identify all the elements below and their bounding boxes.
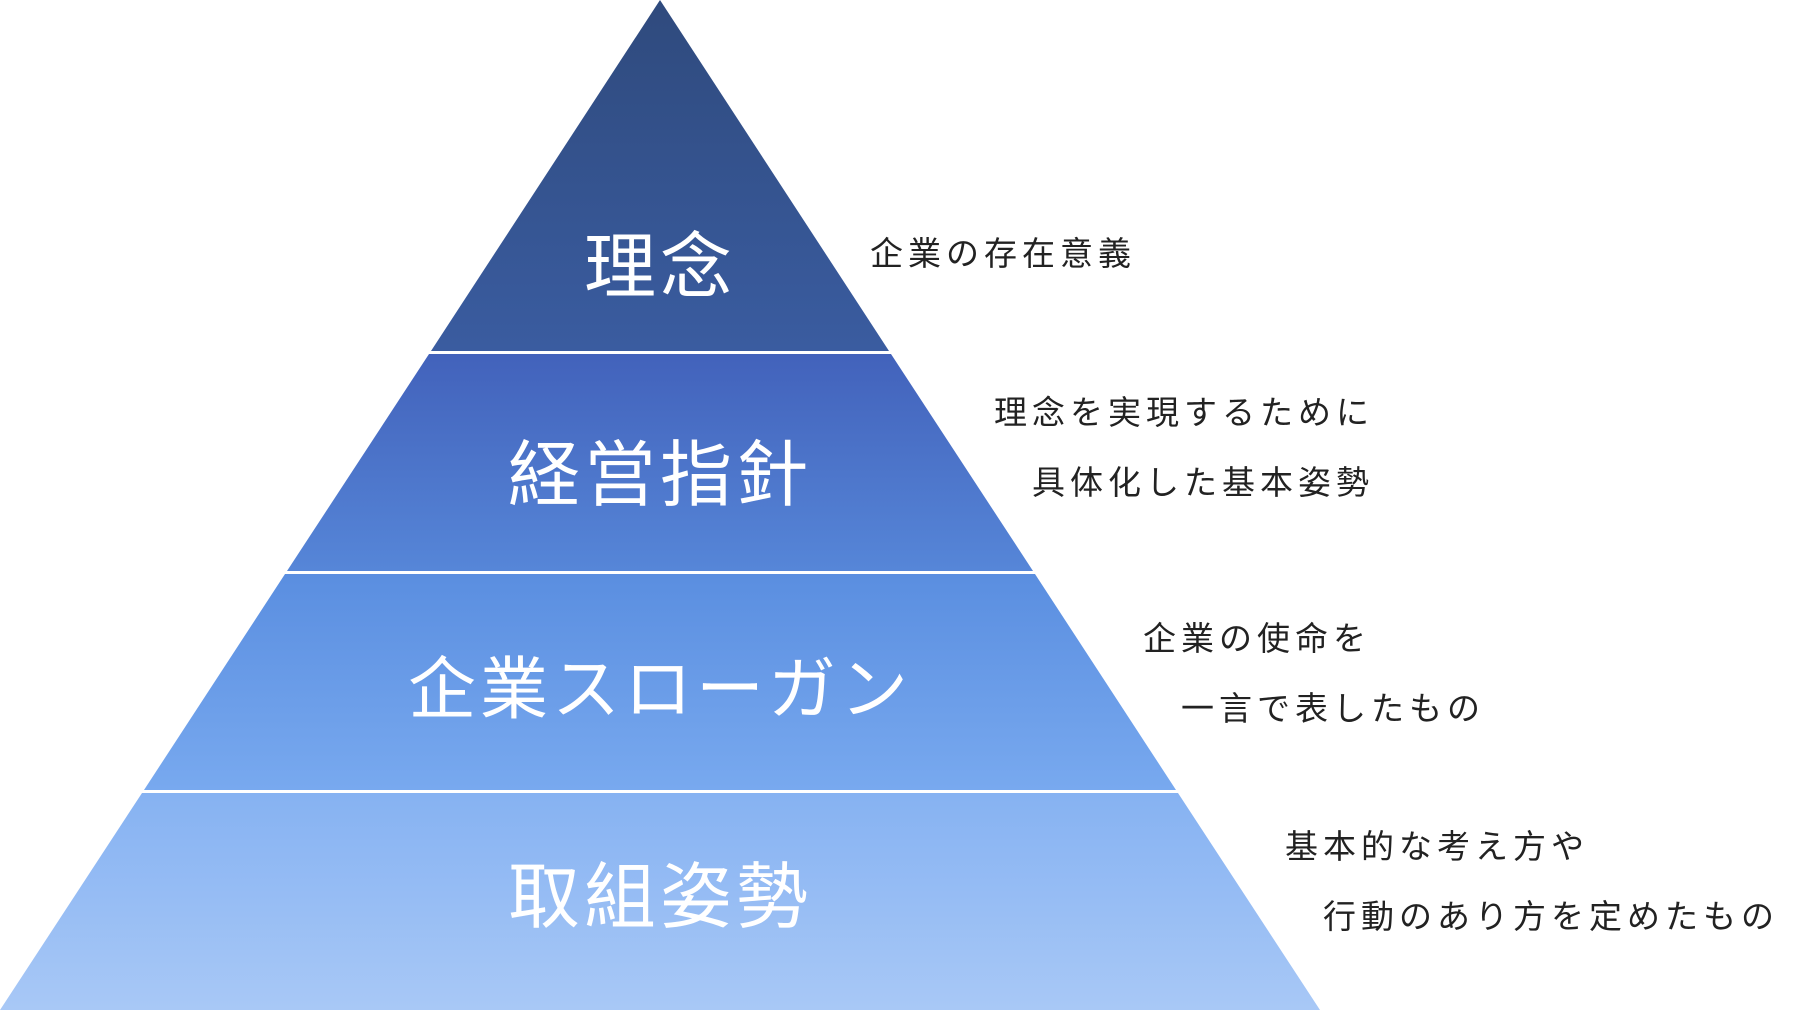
tier-description-line: 企業の存在意義: [870, 234, 1136, 273]
tier-description-line: 行動のあり方を定めたもの: [1323, 897, 1779, 936]
pyramid-tier-approach: [0, 793, 1320, 1010]
tier-label-slogan: 企業スローガン: [408, 651, 912, 730]
tier-description-line: 具体化した基本姿勢: [1032, 463, 1374, 502]
tier-label-approach: 取組姿勢: [508, 855, 812, 939]
pyramid-tier-management-policy: [287, 354, 1033, 571]
tier-label-philosophy: 理念: [584, 225, 736, 309]
tier-description-philosophy: 企業の存在意義: [870, 219, 1136, 289]
tier-label-management-policy: 経営指針: [508, 433, 812, 517]
pyramid-tier-slogan: [144, 574, 1176, 790]
tier-description-line: 理念を実現するために: [994, 393, 1374, 432]
tier-description-approach: 基本的な考え方や 行動のあり方を定めたもの: [1285, 812, 1779, 952]
tier-description-management-policy: 理念を実現するために 具体化した基本姿勢: [994, 378, 1374, 518]
tier-description-line: 一言で表したもの: [1181, 689, 1485, 728]
tier-description-line: 基本的な考え方や: [1285, 827, 1589, 866]
tier-description-line: 企業の使命を: [1143, 619, 1371, 658]
tier-description-slogan: 企業の使命を 一言で表したもの: [1143, 604, 1485, 744]
pyramid-tier-philosophy: [431, 0, 889, 351]
